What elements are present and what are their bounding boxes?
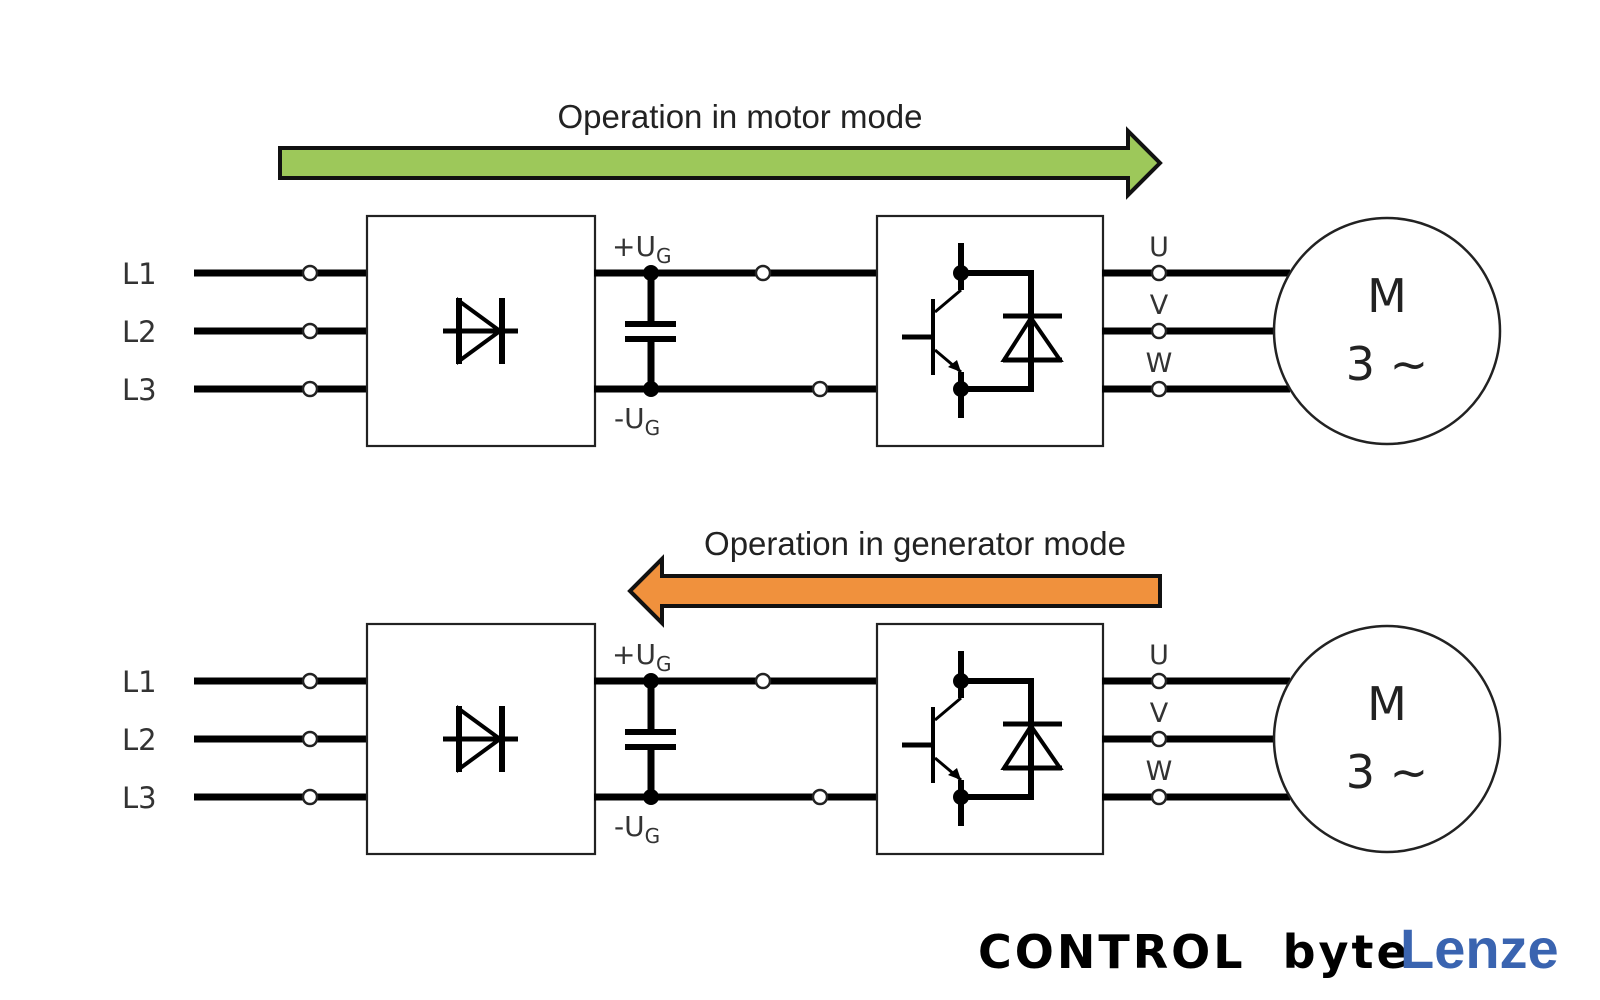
controlbyte-logo: CONTROL byte [978,925,1411,979]
motor-mode-label: Operation in motor mode [557,98,922,135]
controlbyte-logo-part2: byte [1283,925,1411,979]
generator-mode-label: Operation in generator mode [704,525,1126,562]
junction-node [643,265,659,281]
output-phase-label-u: U [1149,640,1169,671]
input-terminal [301,380,319,398]
input-terminal [301,322,319,340]
output-terminal [1150,788,1168,806]
freewheel-diode-icon [1000,313,1064,363]
dc-bus-minus-label: -UG [614,810,660,848]
dc-bus-plus-label: +UG [612,230,671,268]
input-terminal [301,788,319,806]
dc-bus-terminal [754,264,772,282]
motor-phases-label: 3 ~ [1346,337,1428,391]
capacitor-icon [625,273,676,389]
output-phase-label-v: V [1150,290,1169,321]
output-terminal [1150,322,1168,340]
inverter-box [875,214,1105,448]
inverter-box [875,622,1105,856]
igbt-icon [902,243,1034,418]
junction-node [643,673,659,689]
output-terminal [1150,264,1168,282]
input-terminal [301,672,319,690]
motor-circle [1272,624,1502,854]
motor-mode-arrow [278,126,1163,200]
input-line-label-l3: L3 [122,781,157,815]
capacitor-icon [625,681,676,797]
output-phase-label-w: W [1146,348,1173,379]
output-phase-label-v: V [1150,698,1169,729]
input-line-label-l2: L2 [122,315,157,349]
input-line-label-l1: L1 [122,257,157,291]
generator-mode-arrow [627,554,1162,628]
motor-symbol: M [1367,677,1407,731]
igbt-icon [902,651,1034,826]
dc-bus-terminal [811,380,829,398]
output-terminal [1150,672,1168,690]
dc-bus-minus-label: -UG [614,402,660,440]
input-terminal [301,730,319,748]
input-terminal [301,264,319,282]
output-phase-label-w: W [1146,756,1173,787]
junction-node [643,381,659,397]
dc-bus-terminal [811,788,829,806]
motor-phases-label: 3 ~ [1346,745,1428,799]
output-phase-label-u: U [1149,232,1169,263]
junction-node [643,789,659,805]
dc-bus-plus-label: +UG [612,638,671,676]
motor-circle [1272,216,1502,446]
motor-symbol: M [1367,269,1407,323]
lenze-logo: Lenze [1400,917,1559,980]
dc-bus-terminal [754,672,772,690]
input-line-label-l2: L2 [122,723,157,757]
input-line-label-l3: L3 [122,373,157,407]
controlbyte-logo-part1: CONTROL [978,925,1246,979]
freewheel-diode-icon [1000,721,1064,771]
input-line-label-l1: L1 [122,665,157,699]
diode-icon [443,297,518,365]
output-terminal [1150,730,1168,748]
diode-icon [443,705,518,773]
output-terminal [1150,380,1168,398]
